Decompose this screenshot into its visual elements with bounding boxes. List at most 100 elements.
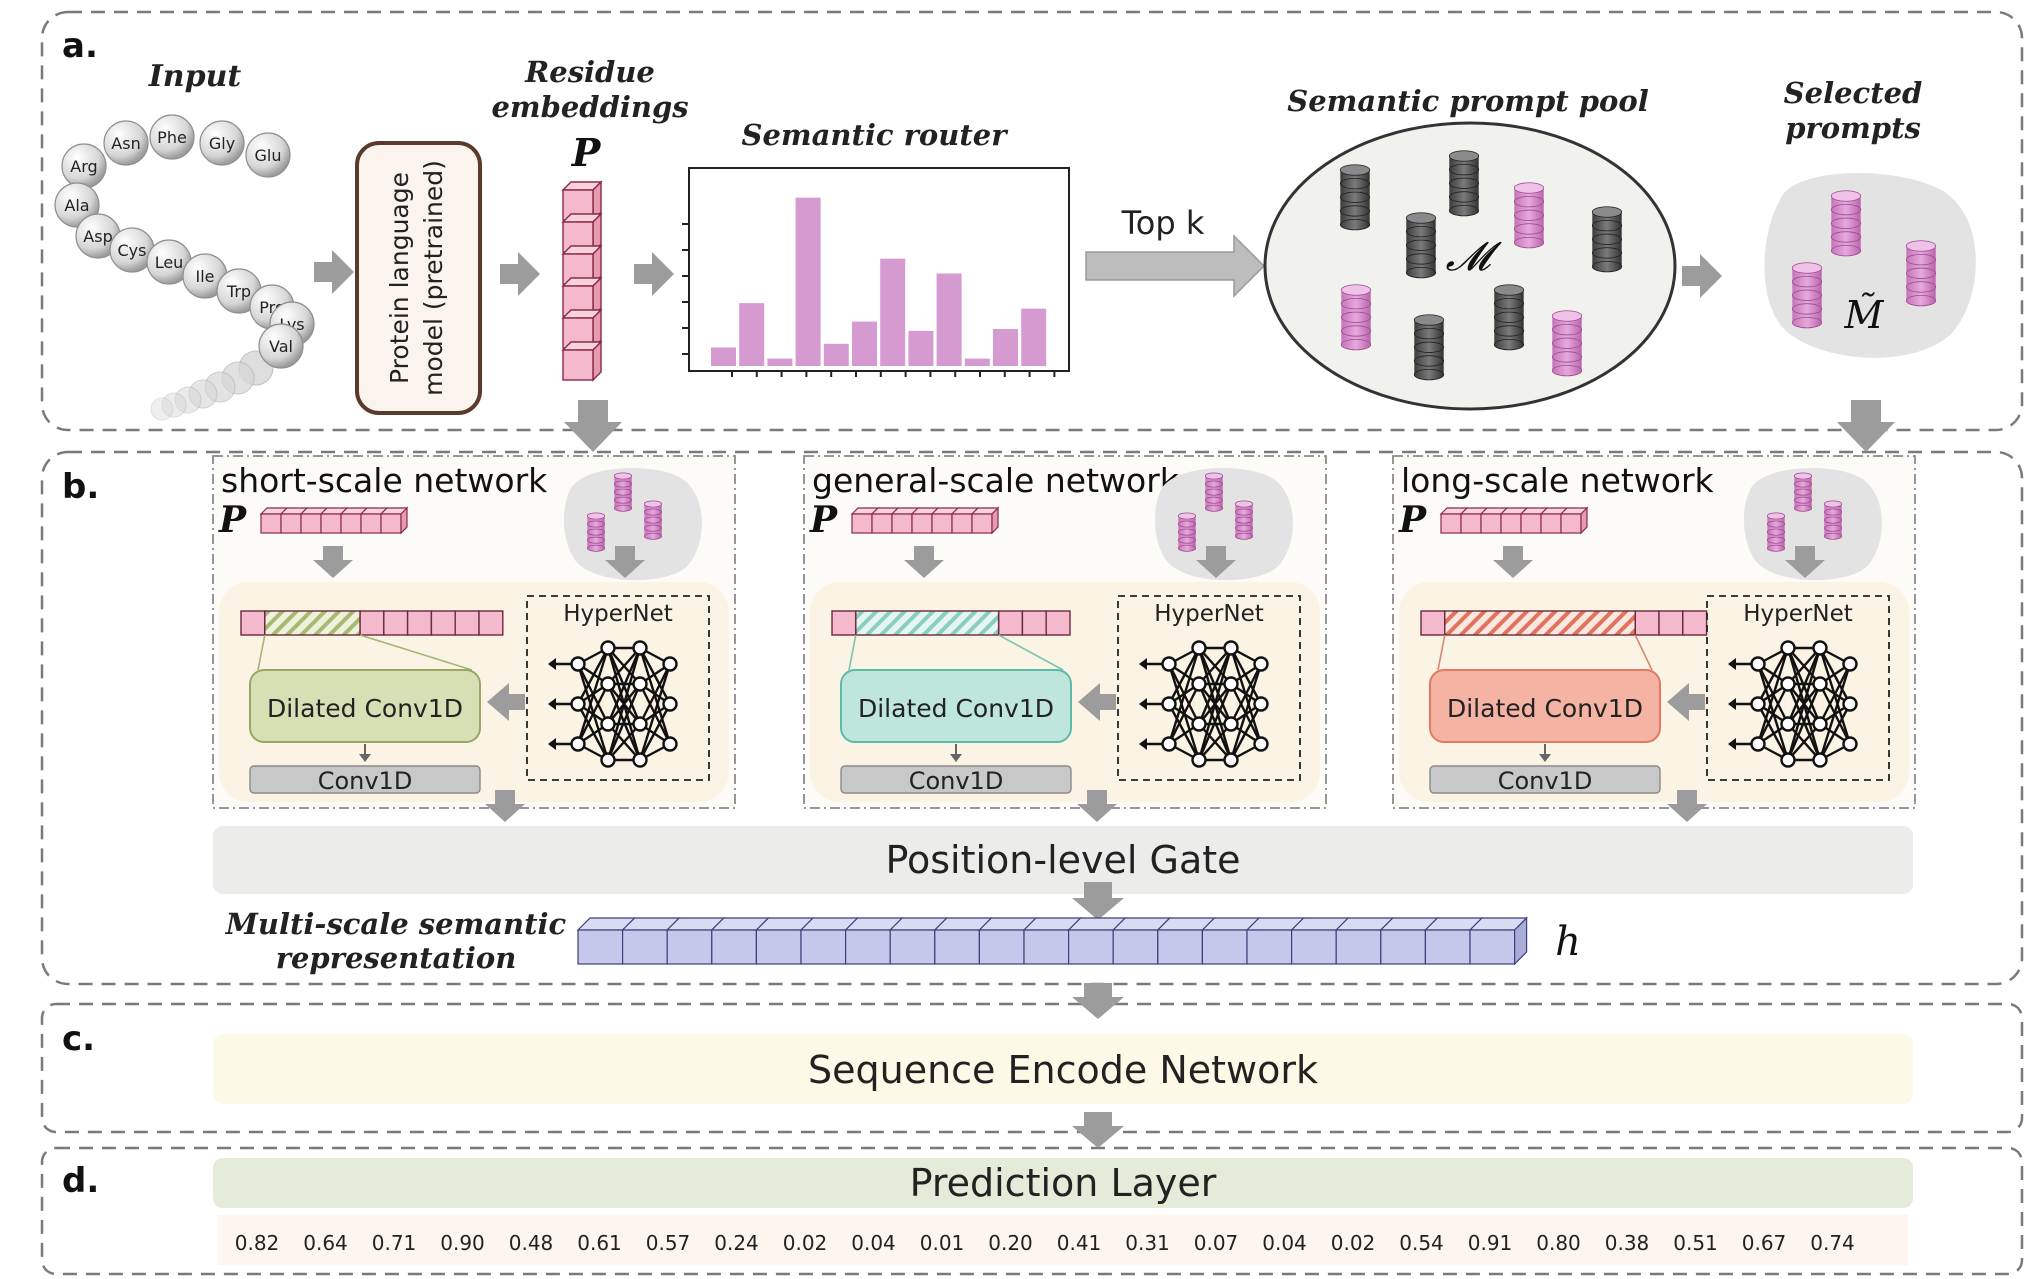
input-title: Input [148, 59, 242, 94]
prediction-value: 0.61 [577, 1231, 622, 1255]
router-bars [682, 197, 1056, 377]
arrow-embeddings-to-router [634, 252, 674, 296]
prediction-value: 0.71 [372, 1231, 417, 1255]
network-down-arrow [605, 546, 645, 578]
prediction-value: 0.48 [509, 1231, 554, 1255]
section-a-frame [40, 10, 2024, 432]
sequence-cell [1045, 610, 1071, 636]
dilated-conv1d-label: Dilated Conv1D [267, 694, 463, 723]
router-bar [795, 197, 821, 366]
multiscale-symbol: h [1555, 919, 1581, 965]
residue-label: Trp [226, 282, 251, 301]
multiscale-title-line2: representation [276, 941, 517, 975]
residue-label: Leu [155, 253, 184, 272]
dilated-conv1d-box [249, 669, 481, 743]
prediction-value: 0.90 [440, 1231, 485, 1255]
selected-prompt-db-icon [1766, 512, 1786, 552]
arrow-plm-to-embeddings [500, 252, 540, 296]
network-prompts-blob [1154, 467, 1293, 581]
prediction-value: 0.91 [1468, 1231, 1513, 1255]
prompt-pool-title: Semantic prompt pool [1287, 84, 1648, 118]
selected-prompt-db-icon [1791, 262, 1823, 329]
sequence-cell [383, 610, 409, 636]
network-down-arrow [1493, 546, 1533, 578]
sequence-cell [1658, 610, 1684, 636]
residue-gly: Gly [199, 120, 245, 166]
section-b-frame [40, 450, 2024, 986]
arrow-selected-down [1837, 400, 1895, 452]
sequence-cell [240, 610, 266, 636]
conv1d-box [840, 765, 1072, 794]
prompt-pool-databases [1339, 150, 1623, 381]
sequence-cell [1634, 610, 1660, 636]
prediction-value: 0.31 [1125, 1231, 1170, 1255]
prompt-db-icon [1339, 164, 1371, 231]
position-level-gate-label: Position-level Gate [885, 838, 1240, 882]
prediction-value: 0.41 [1057, 1231, 1102, 1255]
prediction-value: 0.02 [783, 1231, 828, 1255]
multiscale-representation [576, 916, 1529, 966]
network-down-arrow [313, 546, 353, 578]
prediction-value: 0.04 [1262, 1231, 1307, 1255]
network-to-gate-arrow [485, 790, 525, 822]
network-down-arrow [1196, 546, 1236, 578]
prediction-value: 0.24 [714, 1231, 759, 1255]
selected-title-line2: prompts [1785, 111, 1921, 145]
dilated-conv1d-label: Dilated Conv1D [1447, 694, 1643, 723]
selected-prompt-db-icon [613, 472, 633, 512]
sequence-encode-network [213, 1034, 1913, 1104]
selected-prompt-db-icon [1830, 190, 1862, 257]
hypernet-to-conv-arrow [487, 683, 525, 721]
section-b-label: b. [62, 467, 99, 507]
selected-prompt-db-icon [1204, 472, 1224, 512]
selected-prompt-db-icon [1177, 512, 1197, 552]
section-c-frame [40, 1002, 2024, 1134]
router-bar [993, 329, 1018, 366]
prediction-value: 0.02 [1331, 1231, 1376, 1255]
network-down-arrow [904, 546, 944, 578]
conv1d-label: Conv1D [318, 767, 413, 795]
router-bar [767, 358, 793, 366]
selected-prompt-db-icon [1793, 472, 1813, 512]
router-bar [711, 347, 736, 366]
hypernet-label: HyperNet [1743, 601, 1853, 627]
selected-prompt-db-icon [1234, 500, 1254, 540]
prompt-db-icon [1448, 150, 1480, 217]
residue-label: Cys [118, 241, 147, 260]
sequence-cell [359, 610, 385, 636]
residue-phe: Phe [149, 114, 195, 160]
router-bar [739, 303, 765, 366]
network-input-embedding [259, 506, 409, 535]
residue-label: Glu [255, 146, 282, 165]
hypernet-box [1117, 595, 1301, 781]
conv1d-label: Conv1D [909, 767, 1004, 795]
residue-leu: Leu [146, 239, 192, 285]
hypernet-to-conv-arrow [1667, 683, 1705, 721]
arrow-pool-to-selected [1682, 254, 1722, 298]
network-to-gate-arrow [1077, 790, 1117, 822]
prediction-value: 0.67 [1742, 1231, 1787, 1255]
dilated-conv1d-box [1429, 669, 1661, 743]
section-d-label: d. [62, 1161, 99, 1201]
residue-label: Ala [64, 196, 89, 215]
arrow-gate-down [1072, 882, 1124, 920]
selected-prompt-db-icon [643, 500, 663, 540]
sequence-cell [831, 610, 857, 636]
multiscale-cells [576, 916, 1529, 966]
embeddings-title-line1: Residue [524, 55, 655, 89]
receptive-field-window [1444, 610, 1636, 636]
network-input-symbol: P [1398, 499, 1427, 541]
prediction-value: 0.54 [1399, 1231, 1444, 1255]
selected-prompts-symbol: M̃ [1844, 293, 1885, 337]
selected-prompt-db-icon [586, 512, 606, 552]
arrow-c-to-d [1072, 1112, 1124, 1148]
prediction-value: 0.04 [851, 1231, 896, 1255]
section-a-label: a. [62, 26, 98, 66]
selected-prompt-db-icon [1551, 310, 1583, 377]
prediction-layer [213, 1158, 1913, 1208]
prompt-db-icon [1413, 314, 1445, 381]
arrow-embeddings-down [564, 400, 622, 452]
